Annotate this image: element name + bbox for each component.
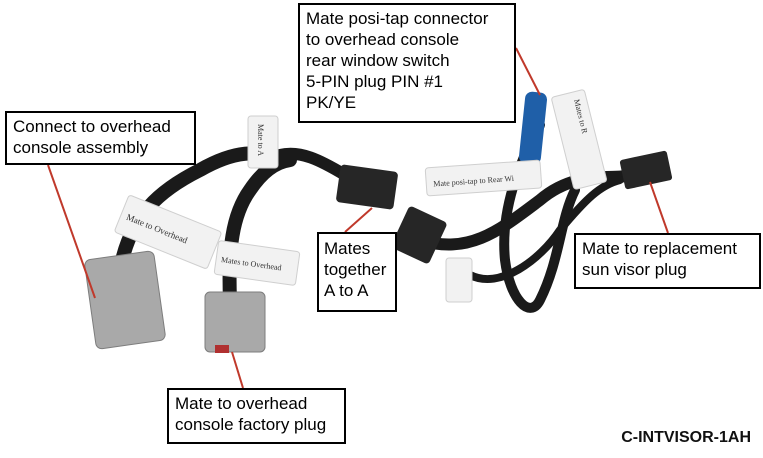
tag-overhead [114, 195, 222, 269]
a-connector-right [391, 206, 447, 264]
left-harness: Mate to Overhead Mates to Overhead Mate … [84, 115, 398, 353]
leader-posi-tap [515, 47, 541, 96]
callout-mates-together: Mates together A to A [317, 232, 397, 312]
sun-visor-connector [619, 150, 673, 190]
tag-overhead-2 [213, 240, 301, 286]
leader-sun-visor [649, 181, 669, 234]
tag-a-text: Mate to A [256, 124, 265, 156]
part-number: C-INTVISOR-1AH [621, 429, 751, 446]
callout-posi-tap: Mate posi-tap connector to overhead cons… [298, 3, 516, 123]
tag-a [247, 115, 279, 169]
posi-tap-connector [518, 91, 548, 165]
overhead-console-connector [84, 250, 166, 350]
leader-lines [47, 47, 669, 389]
right-harness: Mate posi-tap to Rear Wi Mates to R [391, 89, 673, 313]
tag-posi-tap [424, 159, 543, 197]
callout-overhead-console: Connect to overhead console assembly [5, 111, 196, 165]
factory-plug-connector [204, 291, 266, 353]
tag-mates-to [551, 89, 607, 190]
leader-mates-together [344, 207, 373, 233]
callout-factory-plug: Mate to overhead console factory plug [167, 388, 346, 444]
callout-sun-visor: Mate to replacement sun visor plug [574, 233, 761, 289]
leader-factory-plug [231, 351, 244, 389]
a-connector-left [336, 164, 398, 210]
leader-overhead-console [47, 164, 96, 299]
